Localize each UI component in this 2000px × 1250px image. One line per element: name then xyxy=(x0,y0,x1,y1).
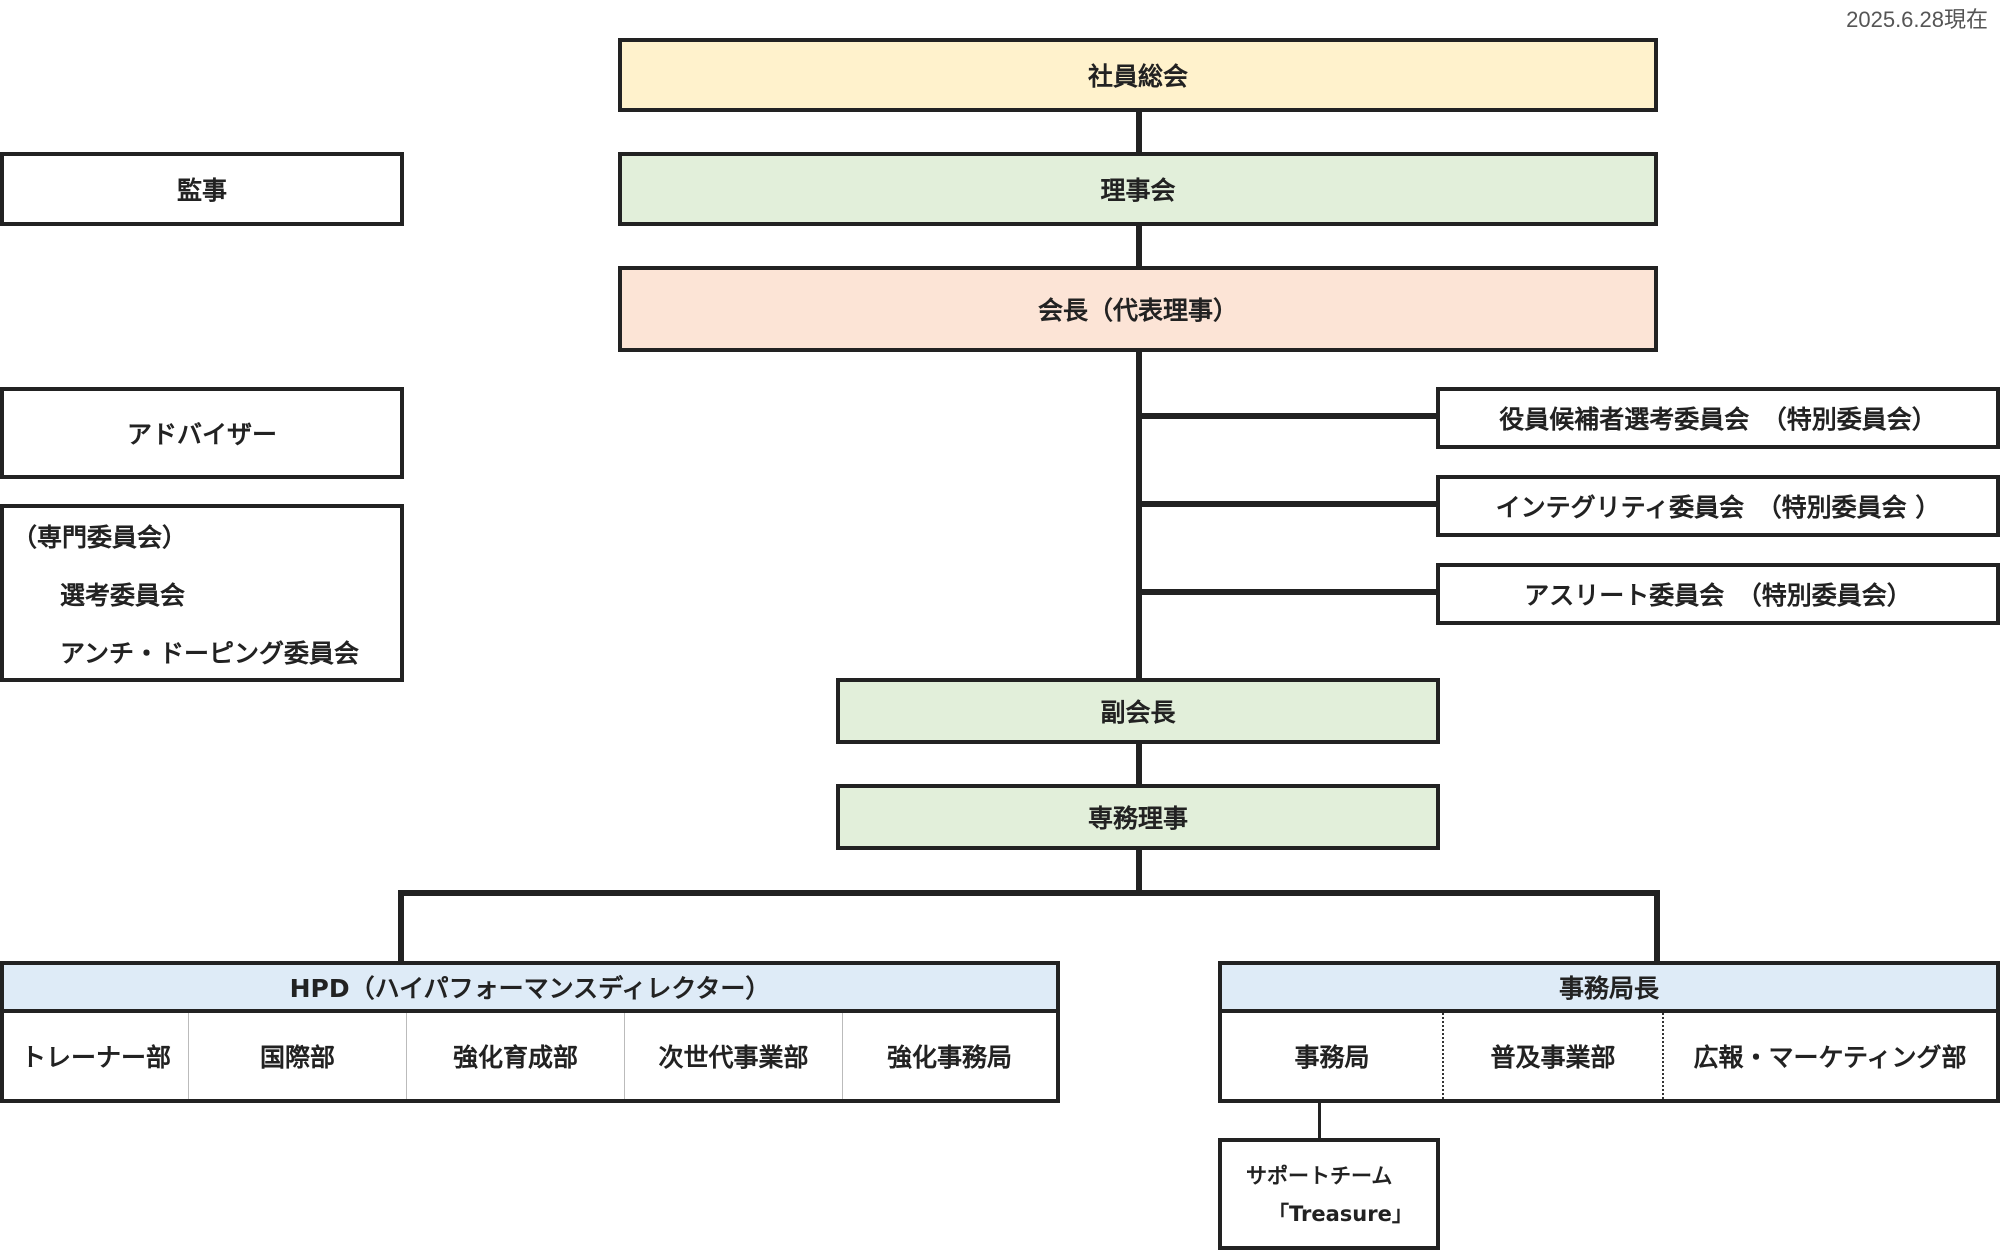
special-committee-label: アスリート委員会 （特別委員会） xyxy=(1524,581,1912,610)
special-committee-box: 役員候補者選考委員会 （特別委員会） xyxy=(1436,387,2000,449)
department-cell: 強化事務局 xyxy=(842,1013,1056,1099)
hpd-block: HPD（ハイパフォーマンスディレクター） トレーナー部 国際部 強化育成部 次世… xyxy=(0,961,1060,1103)
committee-item: アンチ・ドーピング委員会 xyxy=(60,639,360,668)
department-cell: 国際部 xyxy=(188,1013,406,1099)
executive-director-box: 専務理事 xyxy=(836,784,1440,850)
general-assembly-label: 社員総会 xyxy=(1087,62,1188,91)
secretariat-block: 事務局長 事務局 普及事業部 広報・マーケティング部 xyxy=(1218,961,2000,1103)
vice-president-box: 副会長 xyxy=(836,678,1440,744)
connector-line xyxy=(1136,501,1438,507)
special-committee-box: アスリート委員会 （特別委員会） xyxy=(1436,563,2000,625)
department-cell: 普及事業部 xyxy=(1442,1013,1662,1099)
connector-line xyxy=(1136,222,1142,270)
auditor-label: 監事 xyxy=(176,176,227,205)
special-committee-label: インテグリティ委員会 （特別委員会 ） xyxy=(1495,493,1941,522)
department-cell: トレーナー部 xyxy=(20,1043,171,1072)
president-box: 会長（代表理事） xyxy=(618,266,1658,352)
auditor-box: 監事 xyxy=(0,152,404,226)
connector-line xyxy=(1318,1100,1321,1140)
connector-line xyxy=(1136,589,1438,595)
hpd-title: HPD（ハイパフォーマンスディレクター） xyxy=(289,974,771,1003)
support-team-line1: サポートチーム xyxy=(1246,1164,1393,1188)
connector-line xyxy=(1136,413,1438,419)
advisor-box: アドバイザー xyxy=(0,387,404,479)
connector-line xyxy=(1136,348,1142,680)
hpd-departments: トレーナー部 国際部 強化育成部 次世代事業部 強化事務局 xyxy=(4,1013,1056,1099)
general-assembly-box: 社員総会 xyxy=(618,38,1658,112)
connector-line xyxy=(1654,890,1660,964)
department-cell: 広報・マーケティング部 xyxy=(1662,1013,1996,1099)
secretariat-title: 事務局長 xyxy=(1558,974,1659,1003)
support-team-box: サポートチーム 「Treasure」 xyxy=(1218,1138,1440,1250)
connector-line xyxy=(398,890,1660,896)
board-label: 理事会 xyxy=(1100,176,1176,205)
executive-director-label: 専務理事 xyxy=(1087,804,1188,833)
committee-item: 選考委員会 xyxy=(60,581,186,610)
department-cell: 強化育成部 xyxy=(406,1013,624,1099)
special-committee-box: インテグリティ委員会 （特別委員会 ） xyxy=(1436,475,2000,537)
connector-line xyxy=(1136,846,1142,896)
connector-line xyxy=(398,890,404,964)
president-label: 会長（代表理事） xyxy=(1037,296,1238,325)
hpd-header: HPD（ハイパフォーマンスディレクター） xyxy=(4,965,1056,1013)
board-box: 理事会 xyxy=(618,152,1658,226)
specialist-committees-box: （専門委員会） 選考委員会 アンチ・ドーピング委員会 xyxy=(0,504,404,682)
special-committee-label: 役員候補者選考委員会 （特別委員会） xyxy=(1499,405,1937,434)
connector-line xyxy=(1136,740,1142,788)
secretariat-header: 事務局長 xyxy=(1222,965,1996,1013)
specialist-committees-heading: （専門委員会） xyxy=(12,523,188,552)
vice-president-label: 副会長 xyxy=(1100,698,1176,727)
advisor-label: アドバイザー xyxy=(126,420,277,449)
as-of-date: 2025.6.28現在 xyxy=(1846,7,1988,32)
department-cell: 次世代事業部 xyxy=(624,1013,842,1099)
secretariat-departments: 事務局 普及事業部 広報・マーケティング部 xyxy=(1222,1013,1996,1099)
connector-line xyxy=(1136,108,1142,156)
support-team-line2: 「Treasure」 xyxy=(1268,1202,1413,1226)
department-cell: 事務局 xyxy=(1294,1043,1370,1072)
